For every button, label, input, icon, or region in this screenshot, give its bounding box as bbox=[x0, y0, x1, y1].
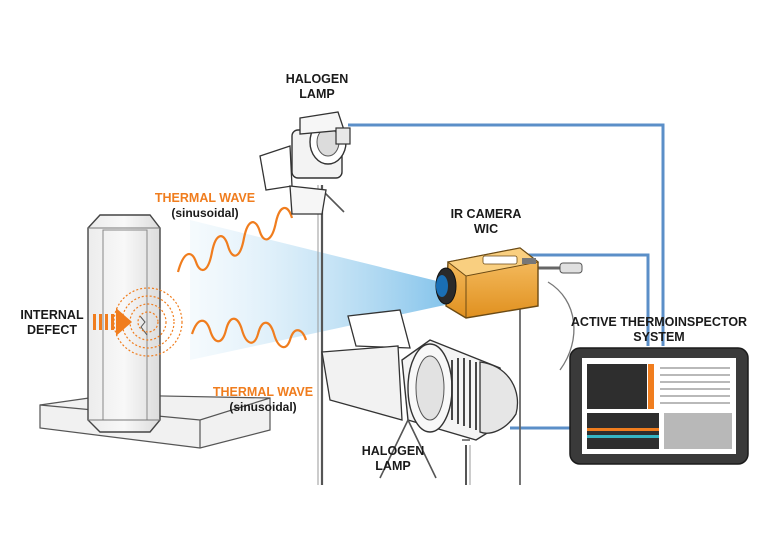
thermal-wave-top bbox=[176, 206, 294, 273]
thermal-wave-bottom-subtitle: (sinusoidal) bbox=[229, 400, 297, 414]
thermal-wave-top-title: THERMAL WAVE bbox=[154, 191, 256, 205]
thermal-wave-bottom-label: THERMAL WAVE (sinusoidal) bbox=[198, 385, 328, 415]
thermal-wave-top-subtitle: (sinusoidal) bbox=[171, 206, 239, 220]
halogen-lamp-top-label: HALOGEN LAMP bbox=[285, 72, 349, 101]
halogen-lamp-top bbox=[259, 111, 351, 485]
thermal-wave-bottom-title: THERMAL WAVE bbox=[212, 385, 314, 399]
thermoinspector-tablet bbox=[569, 347, 749, 465]
thermal-wave-bottom bbox=[190, 317, 308, 349]
internal-defect-label: INTERNAL DEFECT bbox=[20, 308, 84, 337]
defect-arrow-icon bbox=[93, 308, 132, 336]
ir-camera-label: IR CAMERA WIC bbox=[450, 207, 522, 236]
halogen-lamp-bottom-label: HALOGEN LAMP bbox=[361, 444, 425, 473]
connection-cables bbox=[348, 123, 665, 430]
halogen-lamp-bottom bbox=[321, 309, 519, 485]
system-label: ACTIVE THERMOINSPECTOR SYSTEM bbox=[570, 315, 748, 344]
thermal-wave-top-label: THERMAL WAVE (sinusoidal) bbox=[140, 191, 270, 221]
ir-camera bbox=[435, 247, 583, 485]
